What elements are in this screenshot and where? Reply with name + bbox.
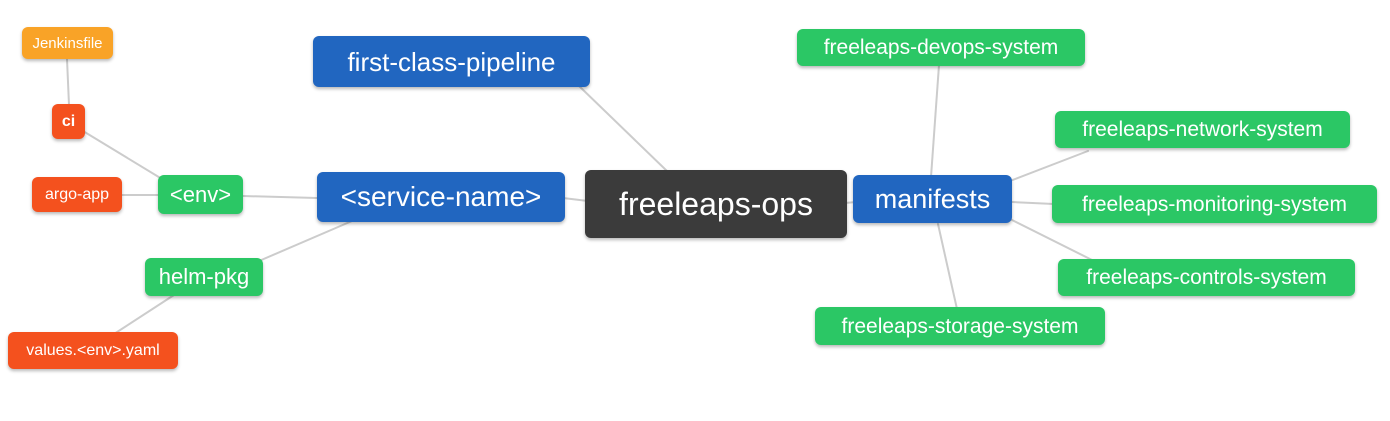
edge-manifests-to-freeleaps-storage-system bbox=[937, 223, 958, 310]
node-first-class-pipeline[interactable]: first-class-pipeline bbox=[313, 36, 590, 87]
edge-ci-to-env bbox=[82, 130, 163, 180]
node-freeleaps-controls-system[interactable]: freeleaps-controls-system bbox=[1058, 259, 1355, 296]
node-jenkinsfile[interactable]: Jenkinsfile bbox=[22, 27, 113, 59]
edge-first-class-pipeline-to-freeleaps-ops bbox=[577, 84, 669, 173]
edge-manifests-to-freeleaps-monitoring-system bbox=[1011, 201, 1055, 205]
node-manifests[interactable]: manifests bbox=[853, 175, 1012, 223]
edge-values-env-yaml-to-helm-pkg bbox=[113, 294, 175, 335]
node-env[interactable]: <env> bbox=[158, 175, 243, 214]
node-freeleaps-network-system[interactable]: freeleaps-network-system bbox=[1055, 111, 1350, 148]
edge-manifests-to-freeleaps-network-system bbox=[1009, 150, 1089, 182]
edge-freeleaps-devops-system-to-manifests bbox=[930, 64, 940, 178]
node-values-env-yaml[interactable]: values.<env>.yaml bbox=[8, 332, 178, 369]
edge-helm-pkg-to-service-name bbox=[258, 220, 353, 262]
node-freeleaps-storage-system[interactable]: freeleaps-storage-system bbox=[815, 307, 1105, 345]
node-freeleaps-ops[interactable]: freeleaps-ops bbox=[585, 170, 847, 238]
node-helm-pkg[interactable]: helm-pkg bbox=[145, 258, 263, 296]
node-freeleaps-monitoring-system[interactable]: freeleaps-monitoring-system bbox=[1052, 185, 1377, 223]
edge-manifests-to-freeleaps-controls-system bbox=[1009, 218, 1095, 262]
edge-env-to-service-name bbox=[242, 195, 318, 199]
edge-service-name-to-freeleaps-ops bbox=[562, 197, 589, 202]
node-ci[interactable]: ci bbox=[52, 104, 85, 139]
node-freeleaps-devops-system[interactable]: freeleaps-devops-system bbox=[797, 29, 1085, 66]
edge-jenkinsfile-to-ci bbox=[66, 58, 70, 106]
node-argo-app[interactable]: argo-app bbox=[32, 177, 122, 212]
node-service-name[interactable]: <service-name> bbox=[317, 172, 565, 222]
